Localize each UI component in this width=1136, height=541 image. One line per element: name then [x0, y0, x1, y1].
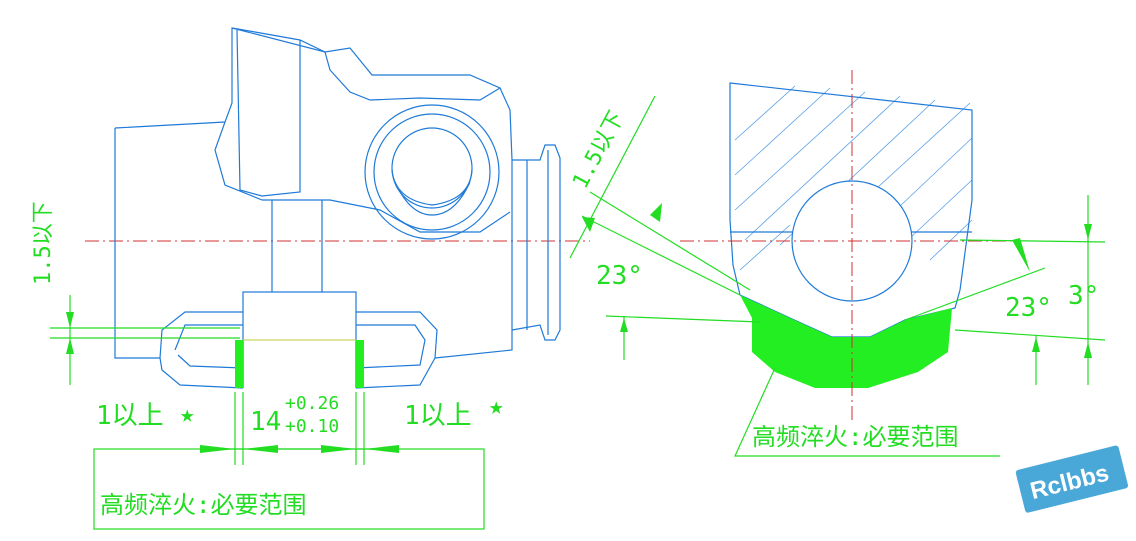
right-ext-top [959, 239, 1106, 243]
width-main-text: 14 [250, 407, 281, 437]
angle-ext-right [904, 267, 1046, 321]
boss-hole [391, 127, 473, 209]
angle-arrow-left [620, 318, 628, 332]
boss-outer [364, 104, 500, 240]
left-chamfer [214, 121, 263, 201]
star-right: ★ [489, 392, 503, 420]
angle-right-text: 23° [1005, 293, 1052, 323]
lower-rail [159, 311, 438, 389]
hardened-zone [740, 295, 952, 388]
boss-ring [373, 113, 491, 231]
top-flange-line [231, 27, 326, 53]
tol-upper-text: +0.26 [285, 393, 339, 414]
right-ext-bottom [954, 329, 1106, 341]
angle-tol-text: 3° [1068, 281, 1099, 311]
note-left-text: 高频淬火:必要范围 [100, 491, 306, 519]
depth-arrow-b [650, 203, 662, 222]
watermark-bg [1015, 445, 1129, 513]
depth-dim-line [569, 95, 656, 259]
body-outline [114, 27, 513, 359]
angle-ext-upper [581, 215, 741, 296]
edge-left-text: 1以上 [96, 401, 164, 431]
note-leader [734, 367, 1000, 457]
arrow-bottom [66, 338, 74, 354]
depth-arrow-a [582, 217, 595, 232]
boss-thread-2 [394, 181, 471, 216]
right-flange [511, 144, 561, 341]
edge-right-text: 1以上 [404, 401, 472, 431]
top-rib [324, 51, 501, 101]
left-pocket [236, 29, 301, 197]
hardened-strip-left [235, 340, 243, 388]
right-view: 1.5以下 23° 23° 3° 高频淬火:必要范围 [568, 70, 1106, 457]
mid-contour [262, 199, 511, 233]
lower-rail-inner [174, 324, 426, 369]
angle-left-text: 23° [596, 261, 643, 291]
base-ext-left [605, 315, 761, 323]
right-arrow-bottom [1084, 342, 1092, 358]
angle-arrow-right-top [1012, 238, 1030, 272]
angle-arrow-right [1032, 337, 1040, 352]
note-box-left [93, 448, 485, 530]
note-right-text: 高频淬火:必要范围 [752, 423, 958, 451]
arrow-top [66, 312, 74, 328]
hardened-strip-right [356, 340, 364, 388]
stem [271, 200, 323, 292]
star-left: ★ [180, 400, 194, 428]
right-arrow-top [1084, 224, 1092, 240]
stem-foot [242, 291, 357, 341]
left-view: 1.5以下 1以上 ★ 14 +0.26 +0.10 1以上 ★ 高频淬火:必要… [31, 27, 590, 530]
watermark: Rclbbs [1015, 445, 1129, 513]
depth-dim-text: 1.5以下 [568, 107, 629, 193]
angle-ext-line [589, 191, 751, 291]
side-dim-text: 1.5以下 [31, 201, 56, 285]
tol-lower-text: +0.10 [285, 416, 339, 437]
